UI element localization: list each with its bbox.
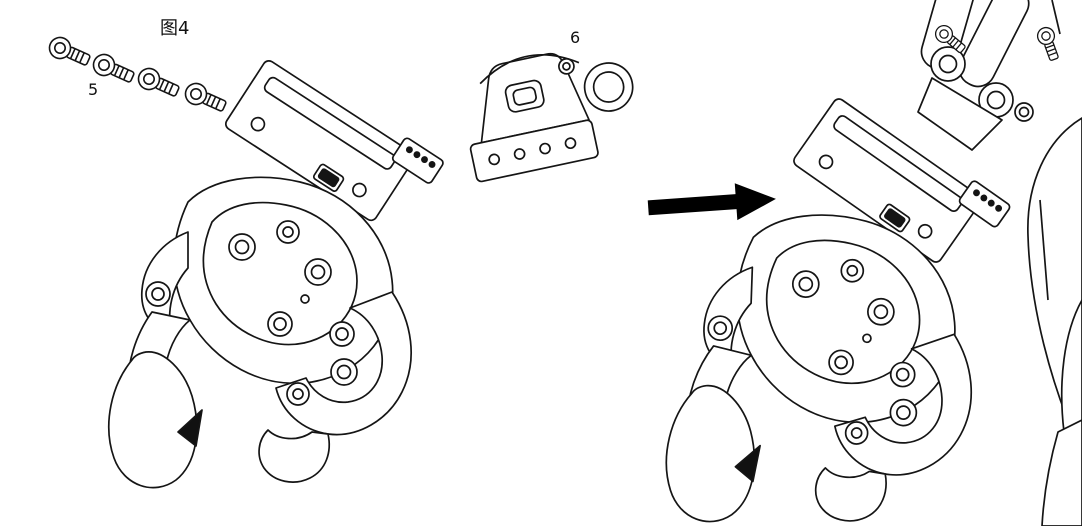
part-label-5: 5 <box>88 80 99 99</box>
gripper-assembled <box>663 81 1016 526</box>
bracket-part-6 <box>469 52 634 183</box>
part-label-6: 6 <box>570 28 581 47</box>
screw-part <box>181 79 230 118</box>
robot-arm-wrist <box>917 0 1082 526</box>
screw-part <box>134 64 183 103</box>
screws-part-5 <box>45 33 230 118</box>
screw-part <box>45 33 94 72</box>
gripper-exploded <box>107 49 446 489</box>
arrow-right-icon <box>647 183 776 221</box>
figure-title: 图4 <box>160 18 190 39</box>
